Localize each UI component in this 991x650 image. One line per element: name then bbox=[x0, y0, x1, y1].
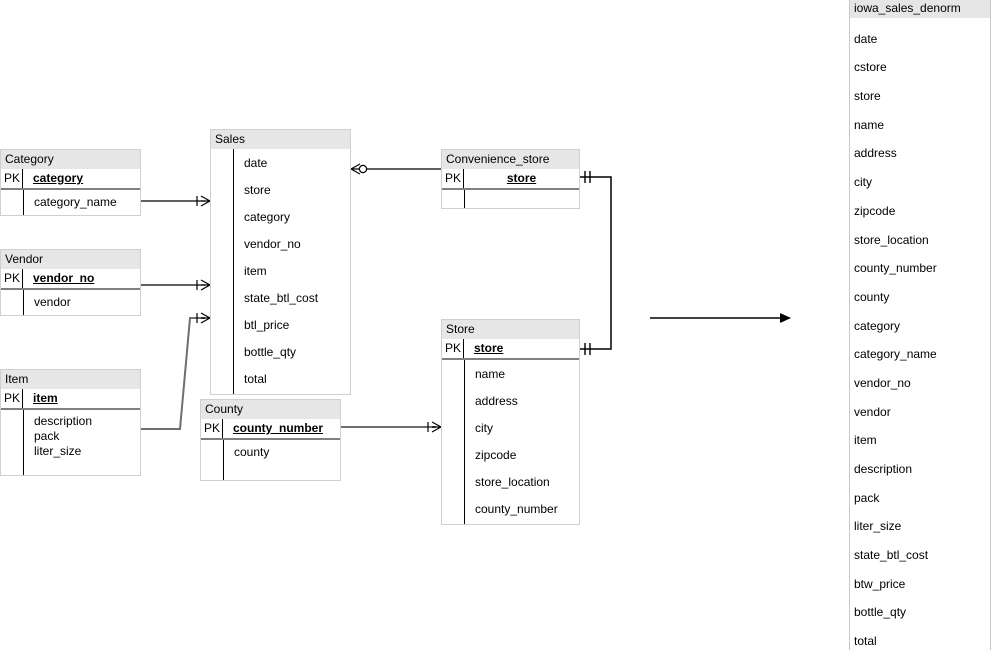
attribute-gutter bbox=[1, 190, 24, 215]
entity-category-attributes: category_name bbox=[1, 190, 140, 215]
relationship-category-sales[interactable] bbox=[141, 195, 211, 207]
attribute-gutter bbox=[1, 410, 24, 475]
denorm-column: pack bbox=[854, 490, 880, 505]
entity-category-pk-row: PK category bbox=[1, 169, 140, 190]
denorm-column: address bbox=[854, 146, 897, 161]
attribute: category_name bbox=[34, 195, 117, 209]
pk-tag: PK bbox=[1, 269, 23, 288]
denorm-column: item bbox=[854, 433, 877, 448]
entity-vendor[interactable]: Vendor PK vendor_no vendor bbox=[0, 249, 141, 316]
entity-county[interactable]: County PK county_number county bbox=[200, 399, 341, 481]
denorm-table-panel[interactable]: iowa_sales_denorm date cstore store name add… bbox=[849, 0, 991, 650]
entity-convenience-store-pk-row: PK store bbox=[442, 169, 579, 190]
attribute-gutter bbox=[442, 190, 465, 208]
pk-tag: PK bbox=[442, 339, 464, 358]
attribute: zipcode bbox=[475, 448, 517, 462]
attribute: liter_size bbox=[34, 444, 82, 458]
denorm-column: total bbox=[854, 634, 877, 649]
attribute: county_number bbox=[475, 502, 558, 516]
attribute-gutter bbox=[1, 290, 24, 315]
denorm-column: zipcode bbox=[854, 203, 896, 218]
relationship-county-store[interactable] bbox=[341, 421, 442, 433]
pk-tag: PK bbox=[442, 169, 464, 188]
attribute: description bbox=[34, 414, 93, 428]
entity-store-attributes: name address city zipcode store_location… bbox=[442, 360, 579, 524]
entity-sales[interactable]: Sales date store category vendor_no item… bbox=[210, 129, 351, 395]
attribute: city bbox=[475, 421, 493, 435]
denorm-column: category_name bbox=[854, 347, 937, 362]
pk-tag: PK bbox=[1, 169, 23, 188]
attribute: county bbox=[234, 445, 270, 459]
attribute: category bbox=[244, 210, 291, 224]
relationship-vendor-sales[interactable] bbox=[141, 279, 211, 291]
attribute: name bbox=[475, 367, 506, 381]
denorm-column: county_number bbox=[854, 261, 937, 276]
denorm-column: description bbox=[854, 462, 913, 476]
pk-field-name: county_number bbox=[233, 421, 324, 435]
attribute: btl_price bbox=[244, 318, 290, 332]
attribute: store bbox=[244, 183, 271, 197]
denorm-column: category bbox=[854, 318, 901, 333]
attribute: store_location bbox=[475, 475, 550, 489]
pk-field-name: item bbox=[33, 391, 58, 405]
attribute: vendor_no bbox=[244, 237, 301, 251]
relationship-sales-convenience-store[interactable] bbox=[350, 163, 441, 175]
denorm-table-title: iowa_sales_denorm bbox=[850, 0, 990, 18]
attribute-gutter bbox=[201, 440, 224, 480]
relationship-convenience-store-store[interactable] bbox=[580, 171, 612, 355]
entity-convenience-store-attributes bbox=[442, 190, 579, 208]
pk-field-name: store bbox=[506, 171, 537, 185]
pk-field-name: store bbox=[474, 341, 504, 355]
entity-item-attributes: description pack liter_size bbox=[1, 410, 140, 475]
attribute: address bbox=[475, 394, 518, 408]
denorm-column: county bbox=[854, 289, 890, 304]
denorm-column: name bbox=[854, 117, 885, 132]
attribute: pack bbox=[34, 429, 60, 443]
attribute: state_btl_cost bbox=[244, 291, 319, 305]
denorm-column: state_btl_cost bbox=[854, 548, 929, 563]
attribute: vendor bbox=[34, 295, 71, 309]
entity-county-title: County bbox=[201, 400, 340, 419]
entity-vendor-title: Vendor bbox=[1, 250, 140, 269]
entity-county-pk-row: PK county_number bbox=[201, 419, 340, 440]
denorm-column: cstore bbox=[854, 60, 887, 75]
denorm-column: date bbox=[854, 31, 878, 46]
denorm-column: store_location bbox=[854, 232, 929, 247]
attribute: bottle_qty bbox=[244, 345, 297, 359]
denorm-column: store bbox=[854, 89, 881, 104]
entity-category-title: Category bbox=[1, 150, 140, 169]
entity-sales-attributes: date store category vendor_no item state… bbox=[211, 149, 350, 394]
denorm-column: liter_size bbox=[854, 519, 902, 534]
entity-store[interactable]: Store PK store name address city zipcode… bbox=[441, 319, 580, 525]
entity-item[interactable]: Item PK item description pack liter_size bbox=[0, 369, 141, 476]
pk-tag: PK bbox=[1, 389, 23, 408]
attribute: item bbox=[244, 264, 267, 278]
entity-vendor-pk-row: PK vendor_no bbox=[1, 269, 140, 290]
entity-item-pk-row: PK item bbox=[1, 389, 140, 410]
entity-sales-title: Sales bbox=[211, 130, 350, 149]
pk-field-name: vendor_no bbox=[33, 271, 95, 285]
denorm-column: vendor_no bbox=[854, 375, 911, 390]
pk-tag: PK bbox=[201, 419, 223, 438]
pk-field-name: category bbox=[33, 171, 84, 185]
denorm-column-list: date cstore store name address city zipcode sto… bbox=[850, 32, 990, 649]
entity-convenience-store[interactable]: Convenience_store PK store bbox=[441, 149, 580, 209]
entity-item-title: Item bbox=[1, 370, 140, 389]
attribute-gutter bbox=[211, 149, 234, 394]
attribute: date bbox=[244, 156, 268, 170]
denorm-column: vendor bbox=[854, 404, 891, 419]
entity-store-title: Store bbox=[442, 320, 579, 339]
entity-county-attributes: county bbox=[201, 440, 340, 480]
attribute-gutter bbox=[442, 360, 465, 524]
attribute: total bbox=[244, 372, 267, 386]
denorm-column: bottle_qty bbox=[854, 605, 907, 620]
denorm-column: btw_price bbox=[854, 576, 906, 591]
entity-store-pk-row: PK store bbox=[442, 339, 579, 360]
entity-category[interactable]: Category PK category category_name bbox=[0, 149, 141, 216]
denorm-column: city bbox=[854, 175, 872, 190]
entity-convenience-store-title: Convenience_store bbox=[442, 150, 579, 169]
entity-vendor-attributes: vendor bbox=[1, 290, 140, 315]
denorm-flow-arrow bbox=[650, 313, 791, 323]
